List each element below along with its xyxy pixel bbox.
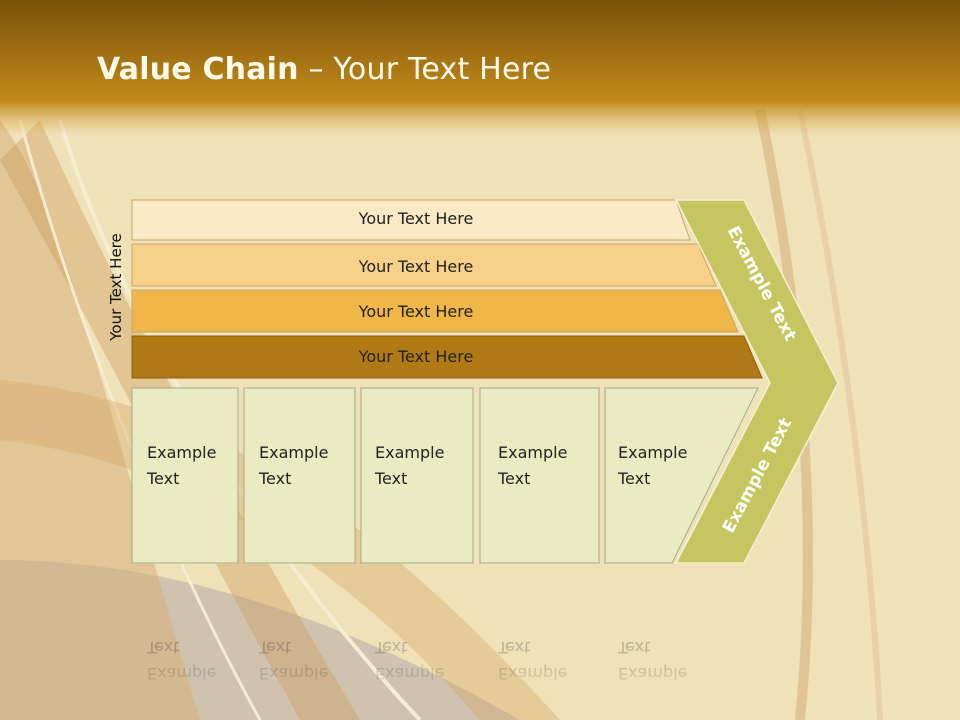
column-reflection-text: Text [146, 638, 179, 657]
bar-4: Your Text Here [131, 335, 763, 379]
slide-title: Value Chain – Your Text Here [97, 52, 552, 87]
column-3-line1: Example [375, 443, 444, 462]
column-3: Example Text [360, 387, 474, 564]
column-reflection-4 [479, 562, 600, 720]
column-1: Example Text [131, 387, 239, 564]
column-1-line1: Example [147, 443, 216, 462]
column-reflection-text: Example [375, 664, 444, 683]
column-reflection-3 [360, 562, 474, 720]
column-3-line2: Text [374, 469, 407, 488]
column-5-line2: Text [617, 469, 650, 488]
column-reflection-text: Text [617, 638, 650, 657]
bar-2: Your Text Here [131, 243, 717, 287]
bar-3-label: Your Text Here [358, 302, 474, 321]
column-reflection-text: Example [498, 664, 567, 683]
column-reflection-2 [243, 562, 356, 720]
column-4: Example Text [479, 387, 600, 564]
column-5-line1: Example [618, 443, 687, 462]
column-2-line2: Text [258, 469, 291, 488]
bar-2-label: Your Text Here [358, 257, 474, 276]
column-reflection-text: Example [259, 664, 328, 683]
bar-1: Your Text Here [131, 199, 691, 241]
column-reflection-1 [131, 562, 239, 720]
column-1-line2: Text [146, 469, 179, 488]
bar-1-label: Your Text Here [358, 209, 474, 228]
bar-4-label: Your Text Here [358, 347, 474, 366]
column-reflection-text: Text [374, 638, 407, 657]
column-reflection-text: Example [147, 664, 216, 683]
column-2: Example Text [243, 387, 356, 564]
column-reflection-text: Text [258, 638, 291, 657]
bar-3: Your Text Here [131, 289, 739, 333]
column-4-line1: Example [498, 443, 567, 462]
column-reflection-text: Text [497, 638, 530, 657]
column-reflection-text: Example [618, 664, 687, 683]
column-4-line2: Text [497, 469, 530, 488]
column-2-line1: Example [259, 443, 328, 462]
column-5: Example Text [604, 387, 759, 564]
